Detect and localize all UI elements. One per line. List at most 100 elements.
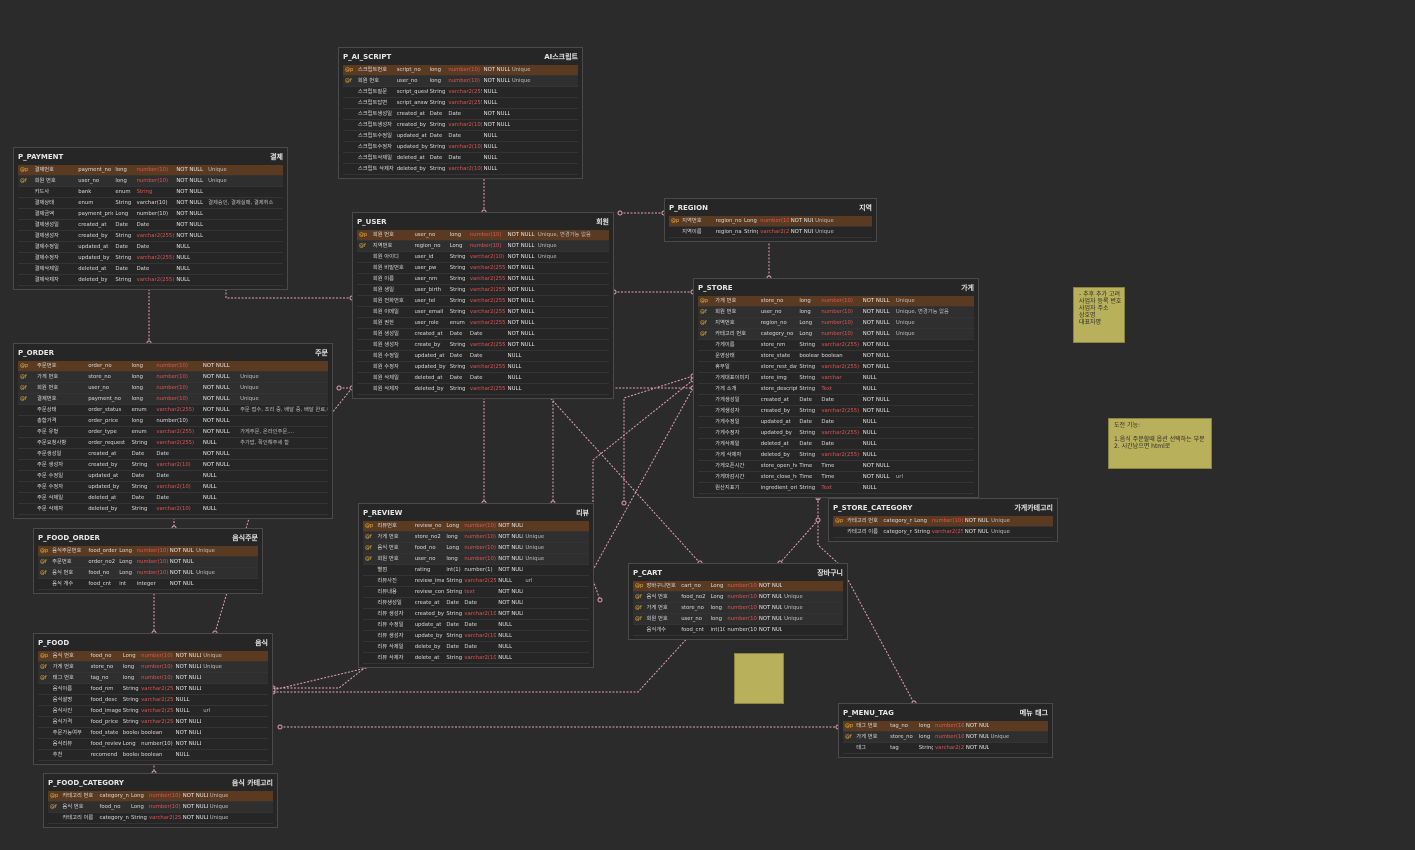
table-row[interactable]: 스크립트답변script_answerStringvarchar2(255)NU… bbox=[343, 98, 578, 109]
table-row[interactable]: 리뷰사진review_imageStringvarchar2(255)NULLu… bbox=[363, 576, 589, 587]
table-row[interactable]: 추천recomendbooleanbooleanNULL bbox=[38, 750, 268, 761]
table-row[interactable]: 스크립트질문script_questionStringvarchar2(255)… bbox=[343, 87, 578, 98]
sticky-note-empty[interactable] bbox=[734, 653, 784, 704]
table-p-food-order[interactable]: P_FOOD_ORDER음식주문@p음식주문번호food_order_noLon… bbox=[33, 528, 263, 594]
